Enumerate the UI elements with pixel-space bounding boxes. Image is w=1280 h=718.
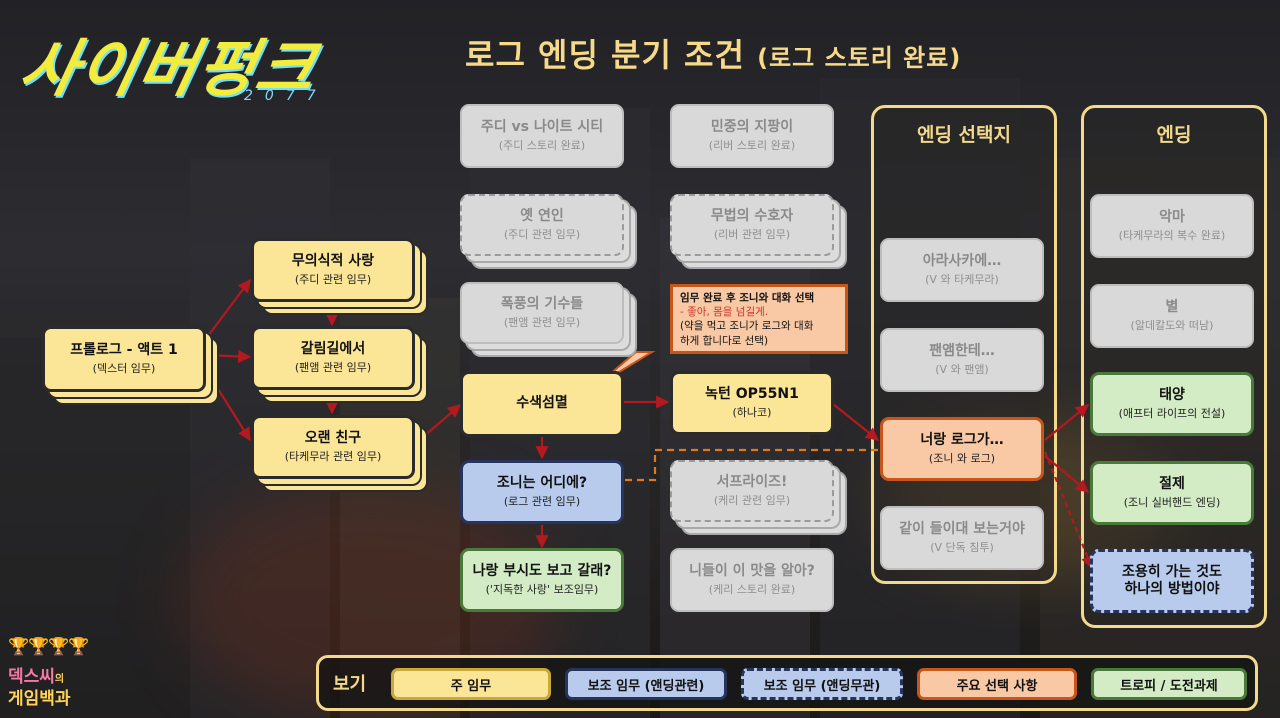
node-arasaka[interactable]: 아라사카에… (V 와 타케무라): [880, 238, 1044, 302]
node-outlaw-guard[interactable]: 무법의 수호자 (리버 관련 임무): [670, 194, 834, 256]
node-temperance-title: 절제: [1159, 476, 1185, 494]
node-storm-rider-title: 폭풍의 기수들: [501, 296, 583, 314]
node-recorded-sub: (하나코): [733, 406, 772, 420]
node-surprise[interactable]: 서프라이즈! (케리 관련 임무): [670, 460, 834, 522]
legend-trophy: 트로피 / 도전과제: [1091, 668, 1247, 700]
node-outlaw-guard-sub: (리버 관련 임무): [714, 228, 790, 242]
node-old-flame-sub: (주디 관련 임무): [504, 228, 580, 242]
node-judy-vs-nc-sub: (주디 스토리 완료): [499, 139, 585, 153]
node-sun[interactable]: 태양 (애프터 라이프의 전설): [1090, 372, 1254, 436]
node-prologue-sub: (덱스터 임무): [93, 362, 156, 376]
legend: 보기 주 임무 보조 임무 (앤딩관련) 보조 임무 (앤딩무관) 주요 선택 …: [316, 655, 1258, 711]
node-together[interactable]: 같이 들이대 보는거야 (V 단독 침투): [880, 506, 1044, 570]
node-old-friend[interactable]: 오랜 친구 (타케무라 관련 임무): [251, 415, 415, 479]
node-outlaw-guard-title: 무법의 수호자: [711, 208, 793, 226]
legend-main-quest: 주 임무: [391, 668, 551, 700]
choice-callout: 임무 완료 후 조니와 대화 선택 - 좋아, 몸을 넘길게. (약을 먹고 조…: [670, 284, 848, 354]
platinum-trophy-icon: 🏆: [8, 636, 25, 658]
node-taste-sub: (케리 스토리 완료): [709, 583, 795, 597]
node-together-sub: (V 단독 침투): [930, 541, 994, 555]
node-unconscious-love-title: 무의식적 사랑: [292, 253, 374, 271]
node-recorded-title: 녹턴 OP55N1: [705, 386, 799, 404]
node-arasaka-sub: (V 와 타케무라): [925, 273, 999, 287]
node-unconscious-love-sub: (주디 관련 임무): [295, 273, 371, 287]
node-old-friend-title: 오랜 친구: [305, 430, 361, 448]
legend-side-nonending: 보조 임무 (앤딩무관): [741, 668, 903, 700]
node-old-flame-title: 옛 연인: [520, 208, 564, 226]
brand-watermark: 🏆 🏆 🏆 🏆 덱스씨의 게임백과: [6, 636, 96, 716]
node-sun-sub: (애프터 라이프의 전설): [1119, 407, 1226, 421]
node-together-title: 같이 들이대 보는거야: [899, 521, 1025, 539]
callout-line-3: (약을 먹고 조니가 로그와 대화: [680, 319, 838, 333]
node-star[interactable]: 별 (알데칼도와 떠남): [1090, 284, 1254, 348]
node-where-johnny[interactable]: 조니는 어디에? (로그 관련 임무): [460, 460, 624, 524]
node-judy-vs-nc-title: 주디 vs 나이트 시티: [481, 119, 603, 137]
node-star-sub: (알데칼도와 떠남): [1131, 319, 1214, 333]
node-quiet-way-title: 조용히 가는 것도: [1122, 564, 1222, 582]
gold-trophy-icon: 🏆: [28, 636, 45, 658]
node-old-friend-sub: (타케무라 관련 임무): [285, 450, 382, 464]
node-storm-rider[interactable]: 폭풍의 기수들 (팬앰 관련 임무): [460, 282, 624, 344]
node-crossroads-title: 갈림길에서: [301, 341, 365, 359]
node-quiet-way[interactable]: 조용히 가는 것도 하나의 방법이야: [1090, 549, 1254, 613]
node-quiet-way-title-2: 하나의 방법이야: [1124, 581, 1219, 599]
node-search-destroy[interactable]: 수색섬멸: [460, 371, 624, 437]
node-star-title: 별: [1166, 299, 1179, 317]
node-panam-title: 팬앰한테…: [929, 343, 995, 361]
node-unconscious-love[interactable]: 무의식적 사랑 (주디 관련 임무): [251, 238, 415, 302]
node-search-destroy-title: 수색섬멸: [516, 395, 568, 413]
node-busy-to-see-sub: ('지독한 사랑' 보조임무): [486, 583, 599, 597]
node-busy-to-see-title: 나랑 부시도 보고 갈래?: [473, 563, 612, 581]
node-rogue-title: 너랑 로그가…: [920, 432, 1003, 450]
node-peoples-cane[interactable]: 민중의 지팡이 (리버 스토리 완료): [670, 104, 834, 168]
legend-side-ending: 보조 임무 (앤딩관련): [565, 668, 727, 700]
legend-label: 보기: [333, 670, 366, 696]
node-storm-rider-sub: (팬앰 관련 임무): [504, 316, 580, 330]
node-rogue-sub: (조니 와 로그): [929, 452, 995, 466]
node-devil[interactable]: 악마 (타케무라의 복수 완료): [1090, 194, 1254, 258]
node-busy-to-see[interactable]: 나랑 부시도 보고 갈래? ('지독한 사랑' 보조임무): [460, 548, 624, 612]
node-surprise-sub: (케리 관련 임무): [714, 494, 790, 508]
node-temperance-sub: (조니 실버핸드 엔딩): [1124, 496, 1221, 510]
node-rogue[interactable]: 너랑 로그가… (조니 와 로그): [880, 417, 1044, 481]
node-peoples-cane-sub: (리버 스토리 완료): [709, 139, 795, 153]
node-old-flame[interactable]: 옛 연인 (주디 관련 임무): [460, 194, 624, 256]
node-prologue[interactable]: 프롤로그 - 액트 1 (덱스터 임무): [42, 326, 206, 392]
node-temperance[interactable]: 절제 (조니 실버핸드 엔딩): [1090, 461, 1254, 525]
node-arasaka-title: 아라사카에…: [923, 253, 1001, 271]
legend-key-choice: 주요 선택 사항: [917, 668, 1077, 700]
node-devil-title: 악마: [1159, 209, 1185, 227]
node-surprise-title: 서프라이즈!: [717, 474, 788, 492]
node-taste[interactable]: 니들이 이 맛을 알아? (케리 스토리 완료): [670, 548, 834, 612]
node-peoples-cane-title: 민중의 지팡이: [711, 119, 793, 137]
node-recorded[interactable]: 녹턴 OP55N1 (하나코): [670, 371, 834, 435]
node-where-johnny-title: 조니는 어디에?: [497, 475, 587, 493]
callout-line-2: - 좋아, 몸을 넘길게.: [680, 305, 838, 319]
node-where-johnny-sub: (로그 관련 임무): [504, 495, 580, 509]
node-taste-title: 니들이 이 맛을 알아?: [689, 563, 815, 581]
callout-line-1: 임무 완료 후 조니와 대화 선택: [680, 291, 838, 305]
callout-line-4: 하게 합니다로 선택): [680, 334, 838, 348]
silver-trophy-icon: 🏆: [48, 636, 65, 658]
node-judy-vs-nc[interactable]: 주디 vs 나이트 시티 (주디 스토리 완료): [460, 104, 624, 168]
node-panam-sub: (V 와 팬앰): [935, 363, 988, 377]
bronze-trophy-icon: 🏆: [68, 636, 85, 658]
node-prologue-title: 프롤로그 - 액트 1: [70, 342, 177, 360]
brand-line-2: 게임백과: [8, 684, 71, 709]
node-crossroads[interactable]: 갈림길에서 (팬앰 관련 임무): [251, 326, 415, 390]
node-devil-sub: (타케무라의 복수 완료): [1119, 229, 1226, 243]
node-crossroads-sub: (팬앰 관련 임무): [295, 361, 371, 375]
node-panam[interactable]: 팬앰한테… (V 와 팬앰): [880, 328, 1044, 392]
node-sun-title: 태양: [1159, 387, 1185, 405]
